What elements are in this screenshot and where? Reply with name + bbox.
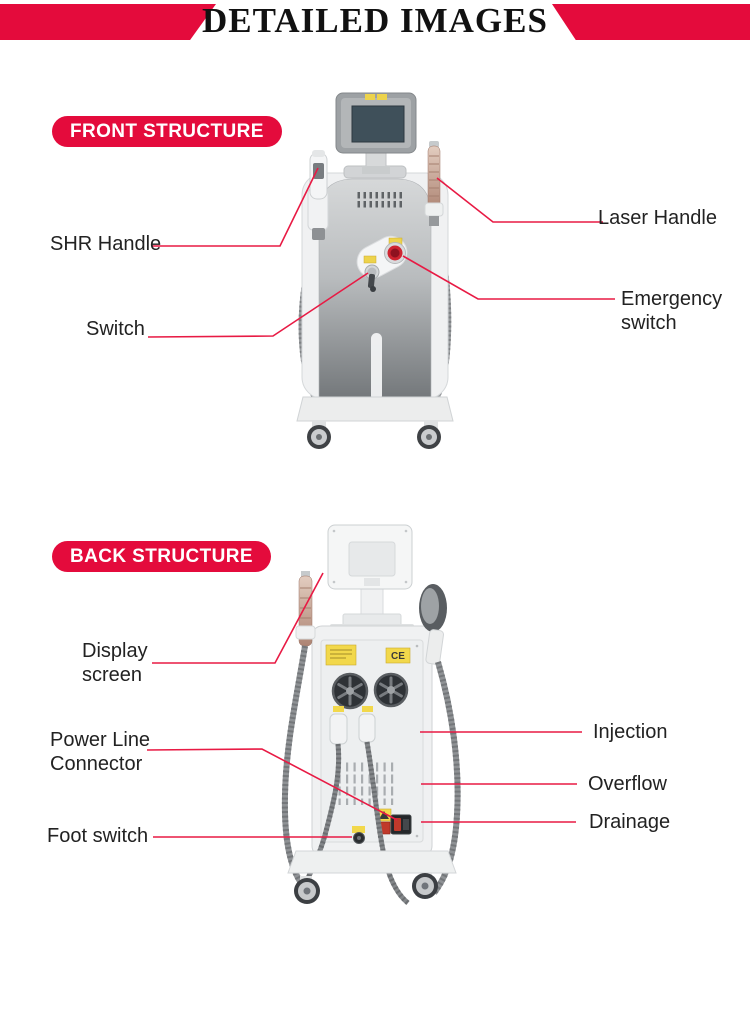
key-switch — [364, 264, 380, 292]
callout-lines — [146, 167, 615, 838]
back-display — [327, 524, 414, 632]
label-injection: Injection — [593, 721, 668, 743]
label-drainage: Drainage — [589, 811, 671, 833]
callout-line-switch — [147, 272, 369, 338]
back-laser-pen — [295, 571, 316, 647]
control-panel — [356, 235, 408, 292]
callout-line-emergency-switch — [402, 255, 615, 300]
label-power-line-connector: Power Line Connector — [50, 729, 151, 775]
foot-switch-port — [352, 826, 365, 844]
back-base — [287, 850, 457, 904]
label-display-screen: Display screen — [82, 640, 148, 686]
front-slot — [371, 333, 382, 401]
front-structure-badge: FRONT STRUCTURE — [52, 116, 282, 147]
front-machine-photo — [296, 92, 454, 449]
back-vents — [336, 761, 398, 805]
callout-line-display-screen — [152, 572, 324, 664]
ce-mark-text: CE — [391, 651, 405, 662]
handle-connectors — [329, 706, 376, 745]
cooling-fan-right — [373, 672, 409, 708]
label-foot-switch: Foot switch — [47, 825, 149, 847]
front-display — [335, 92, 417, 174]
callout-line-laser-handle — [436, 177, 603, 223]
label-shr-handle: SHR Handle — [50, 233, 162, 255]
page-title: DETAILED IMAGES — [202, 1, 548, 40]
front-vents — [356, 191, 402, 210]
back-machine-photo: CE — [281, 524, 461, 905]
laser-pen — [424, 141, 444, 226]
header-ribbon-right — [552, 4, 750, 40]
label-emergency-switch: Emergency switch — [621, 288, 723, 334]
header-ribbon-left — [0, 4, 216, 40]
back-structure-badge: BACK STRUCTURE — [52, 541, 271, 572]
emergency-button — [384, 242, 406, 264]
callout-line-power-line-connector — [146, 748, 398, 821]
shr-handpiece — [307, 150, 329, 240]
warning-label — [325, 644, 357, 666]
front-base — [296, 396, 454, 449]
cooling-fan-left — [331, 672, 369, 710]
label-laser-handle: Laser Handle — [598, 207, 717, 229]
ce-label: CE — [385, 647, 411, 664]
back-shr-paddle — [419, 584, 447, 665]
label-switch: Switch — [86, 318, 145, 340]
callout-line-shr-handle — [152, 167, 319, 247]
label-overflow: Overflow — [588, 773, 667, 795]
